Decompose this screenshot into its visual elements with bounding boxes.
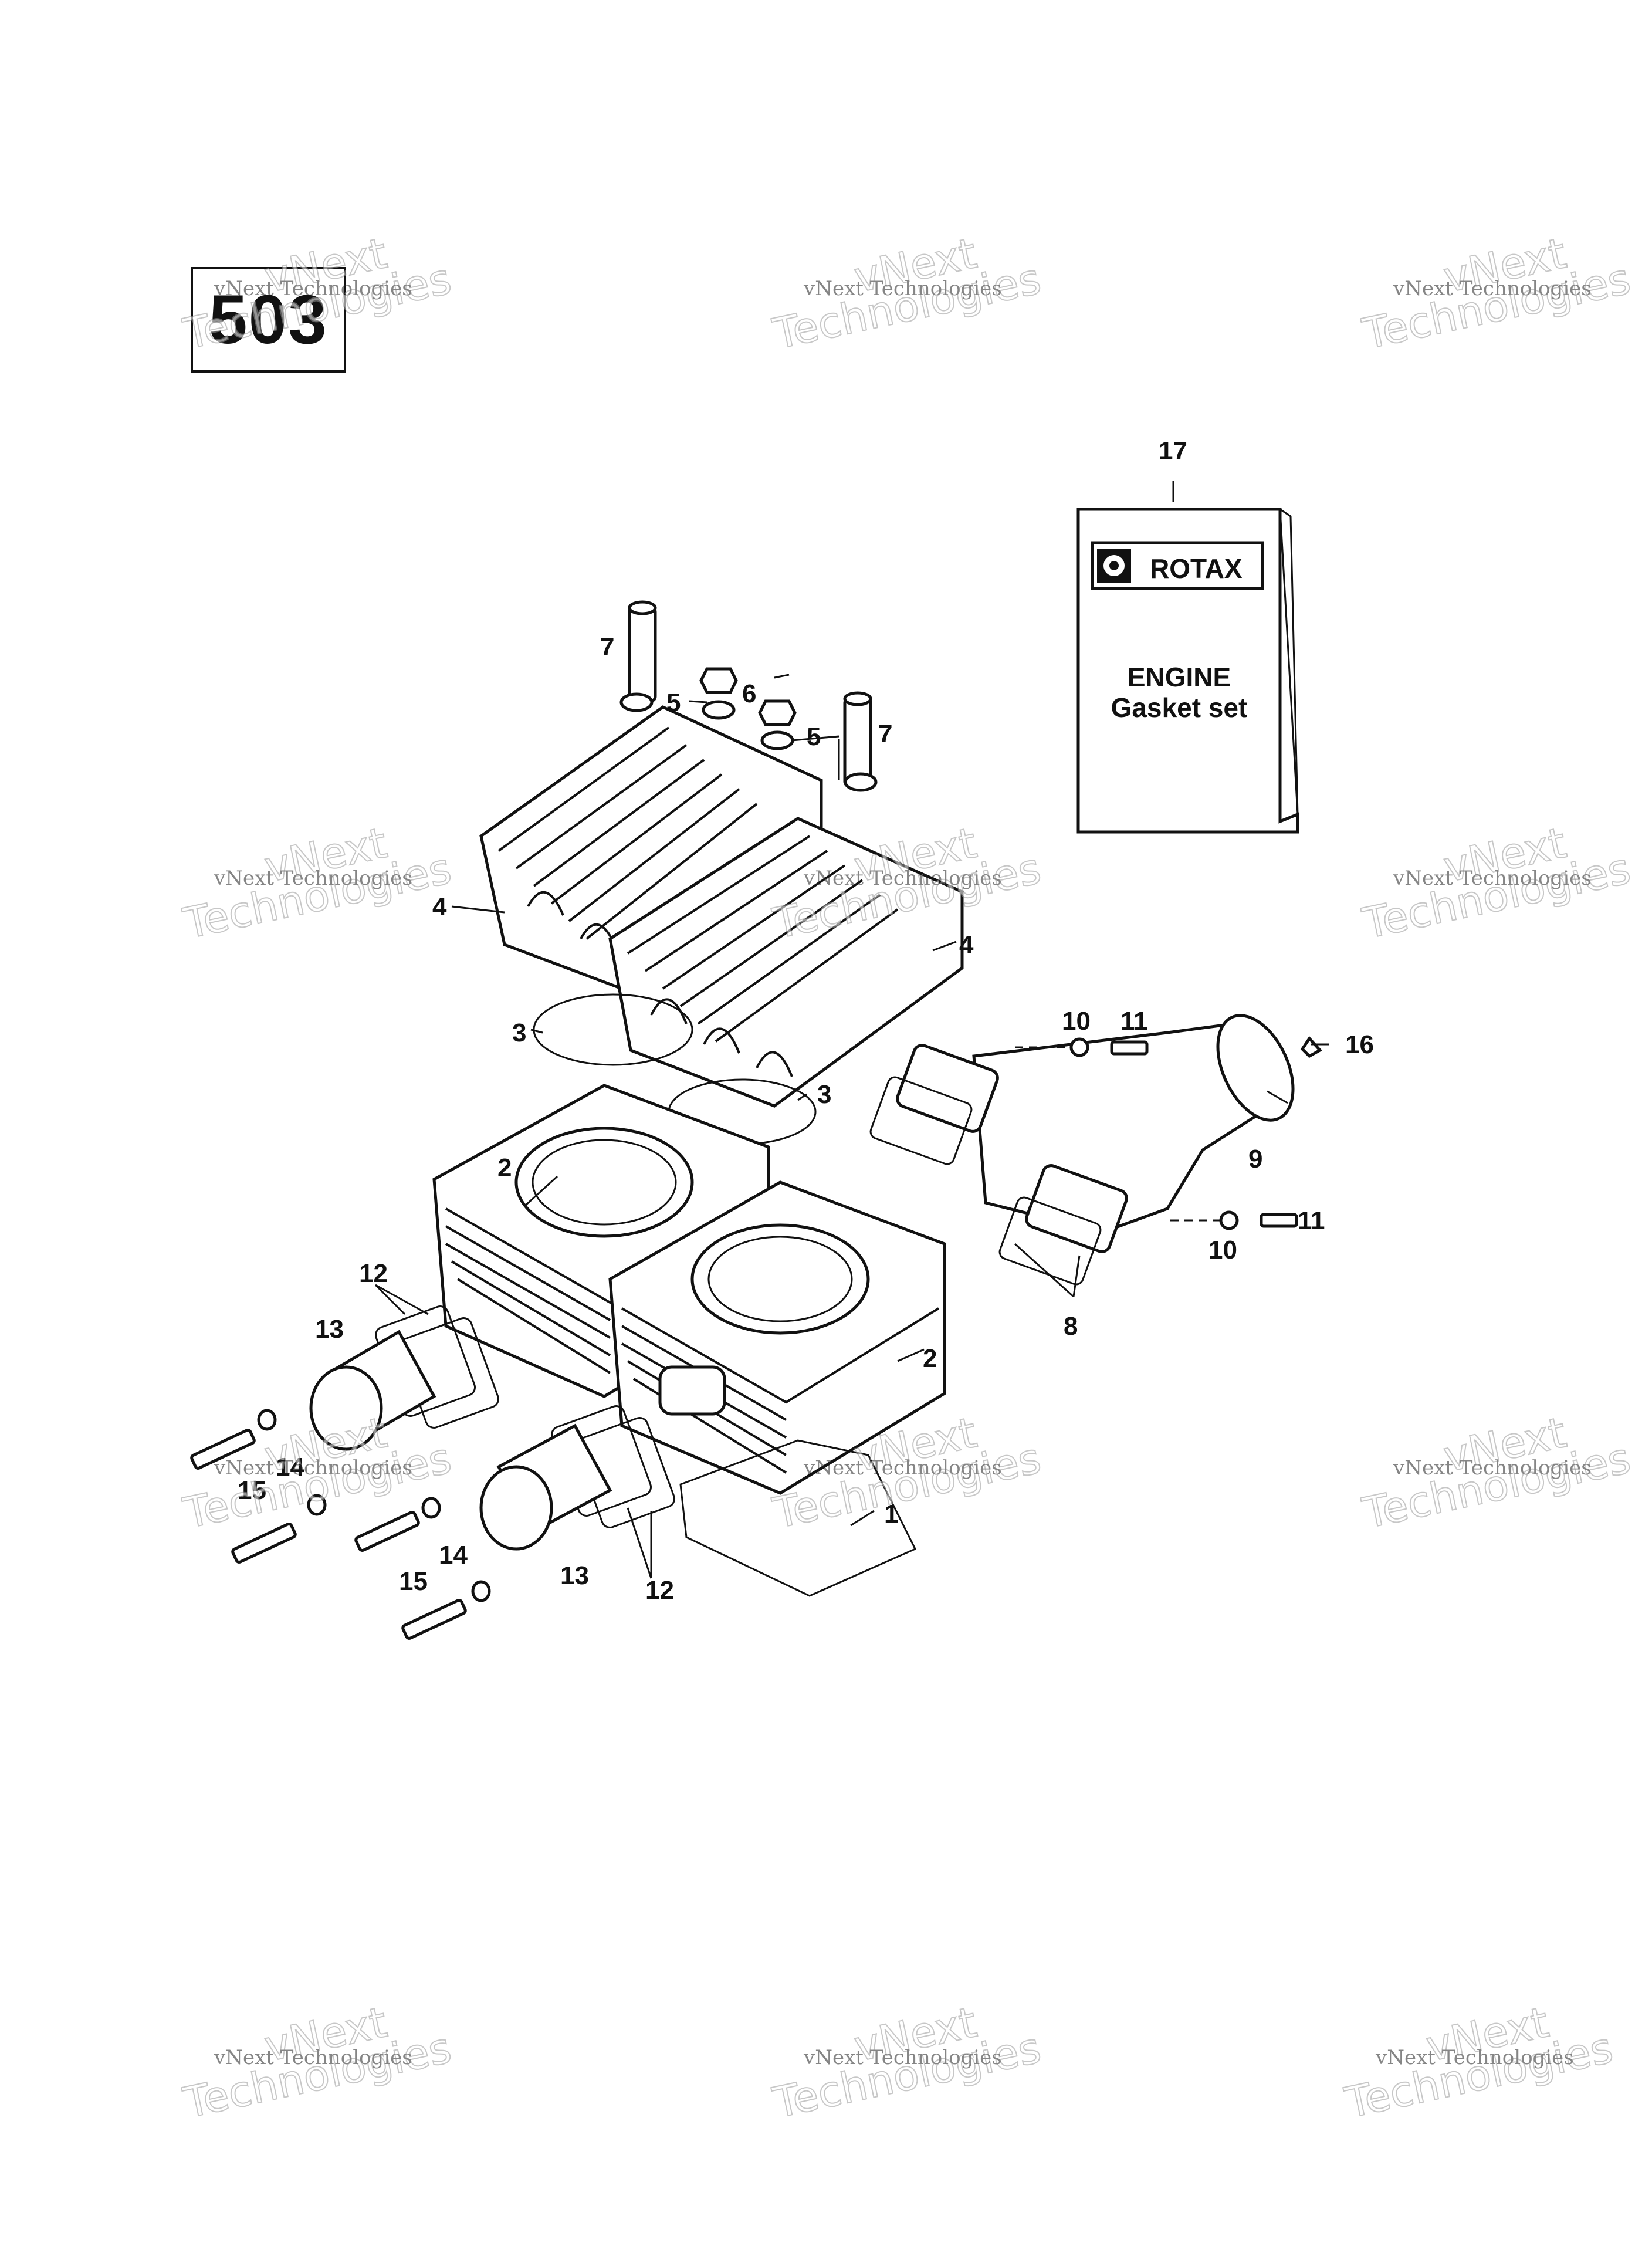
callout-4a: 4 bbox=[432, 892, 447, 921]
callout-12b: 12 bbox=[645, 1576, 674, 1605]
manifold-bolts bbox=[1069, 1036, 1322, 1230]
intake-screws bbox=[190, 1409, 491, 1640]
intake-socket-rear bbox=[309, 1305, 499, 1451]
page-number-box: 503 bbox=[191, 267, 346, 373]
head-stud-left bbox=[628, 600, 657, 703]
cylinder-head-front bbox=[608, 817, 964, 1108]
kit-line-2: Gasket set bbox=[1111, 692, 1248, 723]
callout-4b: 4 bbox=[959, 931, 974, 959]
callout-15b: 15 bbox=[399, 1567, 428, 1596]
callout-10a: 10 bbox=[1062, 1007, 1091, 1036]
callout-7a: 7 bbox=[600, 632, 614, 661]
intake-socket-front bbox=[479, 1405, 675, 1551]
callout-13a: 13 bbox=[315, 1315, 344, 1344]
callout-12a: 12 bbox=[359, 1259, 388, 1288]
washers-and-nuts bbox=[620, 667, 878, 792]
callout-6: 6 bbox=[742, 679, 756, 708]
callout-numbers: 1 2 2 3 3 4 4 5 5 6 7 7 8 9 10 10 11 11 … bbox=[238, 437, 1374, 1605]
callout-5b: 5 bbox=[807, 722, 821, 751]
cylinder-base-gasket bbox=[679, 1439, 917, 1597]
callout-3a: 3 bbox=[512, 1019, 526, 1047]
leader-lines bbox=[374, 481, 1329, 1579]
callout-8: 8 bbox=[1064, 1312, 1078, 1341]
callout-11b: 11 bbox=[1298, 1206, 1325, 1235]
gasket-set-booklet: ROTAX ENGINE Gasket set bbox=[1076, 508, 1299, 834]
callout-11a: 11 bbox=[1120, 1007, 1148, 1036]
page-number: 503 bbox=[209, 281, 328, 358]
exhaust-manifold bbox=[896, 1014, 1295, 1253]
assembly-lines bbox=[1015, 1046, 1220, 1222]
callout-5a: 5 bbox=[666, 688, 681, 717]
callout-14a: 14 bbox=[276, 1453, 304, 1481]
kit-brand: ROTAX bbox=[1150, 553, 1243, 584]
callout-15a: 15 bbox=[238, 1476, 266, 1505]
callout-2b: 2 bbox=[923, 1344, 937, 1373]
callout-17: 17 bbox=[1159, 437, 1187, 465]
cylinder-front bbox=[608, 1180, 946, 1495]
rotax-logo-icon bbox=[1097, 549, 1131, 583]
callout-10b: 10 bbox=[1208, 1236, 1237, 1264]
callout-7b: 7 bbox=[878, 719, 892, 748]
kit-line-1: ENGINE bbox=[1128, 662, 1231, 692]
callout-13b: 13 bbox=[560, 1561, 589, 1590]
exhaust-gasket bbox=[869, 1076, 1102, 1286]
callout-1: 1 bbox=[884, 1500, 898, 1528]
head-stud-right bbox=[843, 691, 872, 788]
callout-3b: 3 bbox=[817, 1080, 831, 1109]
callout-9: 9 bbox=[1248, 1145, 1262, 1173]
callout-2a: 2 bbox=[497, 1153, 512, 1182]
callout-14b: 14 bbox=[439, 1541, 468, 1569]
callout-16: 16 bbox=[1345, 1030, 1374, 1059]
